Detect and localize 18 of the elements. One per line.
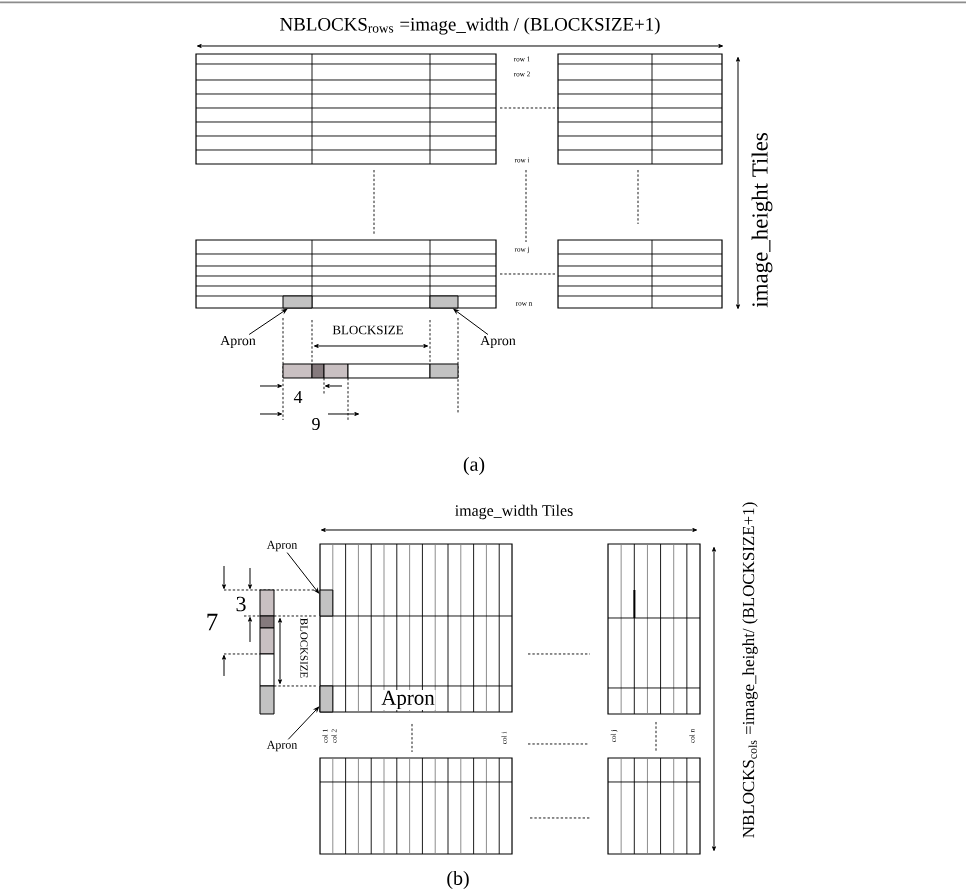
dimension-label: 9 bbox=[312, 417, 320, 430]
region-label: Apron bbox=[380, 690, 436, 710]
dimension-label: 7 bbox=[207, 613, 218, 631]
leader-arrow bbox=[286, 552, 320, 594]
leader-arrow bbox=[453, 308, 489, 335]
shaded-cell bbox=[319, 685, 334, 713]
formula-label: NBLOCKS$_{rows}$ =image_width / (BLOCKSIZE+1) bbox=[280, 17, 660, 35]
leader-arrow bbox=[287, 706, 320, 740]
dimension-label: 3 bbox=[236, 596, 246, 612]
shaded-cell bbox=[429, 295, 459, 309]
shaded-cell bbox=[319, 589, 334, 617]
panel-label: (a) bbox=[463, 456, 485, 476]
dimension-label: 4 bbox=[293, 391, 303, 403]
formula-label: NBLOCKS$_{cols}$ =image_height/ (BLOCKSIZE+1) bbox=[742, 502, 758, 838]
dimension-label: image_height Tiles bbox=[751, 133, 773, 308]
shaded-cell bbox=[282, 295, 313, 309]
leader-arrow bbox=[248, 308, 288, 335]
panel-label: (b) bbox=[447, 870, 469, 889]
